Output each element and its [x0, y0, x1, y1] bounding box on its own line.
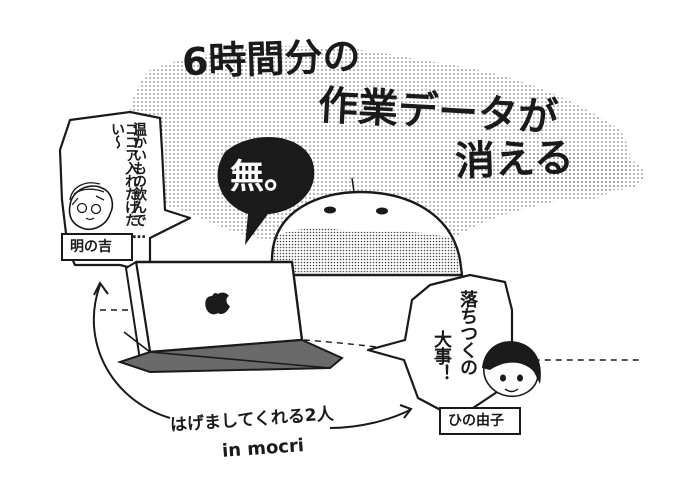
- left-arrow: [92, 284, 171, 419]
- title-line-3: 消える: [454, 134, 575, 186]
- right-bubble-text-col1: 落ちつくの: [457, 290, 478, 375]
- left-bubble-text-col2: ココア入れたげたい〜: [109, 122, 139, 226]
- right-arrow: [329, 409, 411, 429]
- mu-speech-bubble: [217, 137, 315, 245]
- right-bubble-text-col2: 大事！: [431, 330, 452, 381]
- left-bubble-text-col1: 温かいもの飲んで…: [131, 122, 147, 241]
- title-line-1: 6時間分の: [181, 33, 362, 85]
- left-nametag-box: [61, 233, 133, 261]
- title-line-2: 作業データが: [316, 82, 560, 142]
- mu-speech-text: 無。: [230, 157, 298, 197]
- apple-logo-icon: [205, 292, 230, 315]
- right-character-face: [482, 341, 541, 398]
- left-nametag-text: 明の吉: [70, 239, 112, 255]
- right-nametag-text: ひの由子: [448, 413, 504, 429]
- blob-creature: [268, 177, 464, 277]
- left-character-face: [68, 182, 114, 230]
- laptop: [116, 260, 344, 374]
- right-nametag-box: [439, 407, 521, 435]
